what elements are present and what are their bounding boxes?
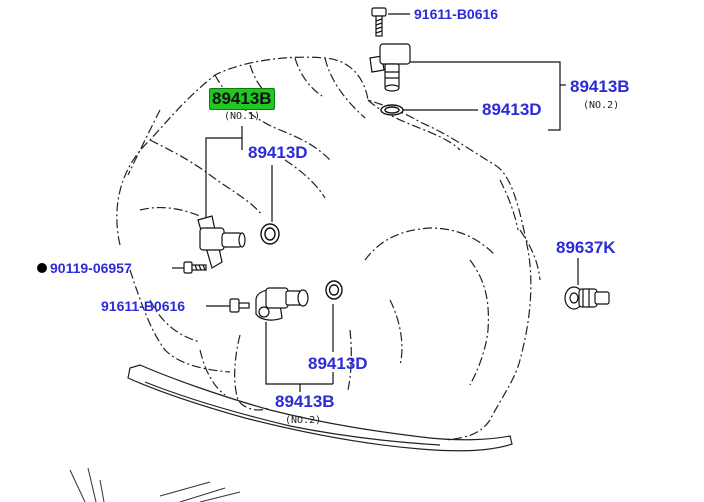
label-knock-sensor[interactable]: 89637K (556, 238, 616, 257)
note-sensor-no2-bottom: (NO.2) (285, 415, 322, 426)
oring-top-part[interactable] (380, 104, 404, 116)
bolt-mid-part[interactable] (229, 298, 250, 313)
oil-pan (127, 364, 513, 452)
label-bolt-mid[interactable]: 91611-B0616 (101, 298, 186, 314)
leader-lines (172, 13, 579, 392)
label-bolt-left[interactable]: 90119-06957 (50, 260, 132, 276)
sensor-no1-part[interactable] (197, 215, 246, 269)
oring-bottom-part[interactable] (325, 280, 343, 300)
bolt-top-part[interactable] (371, 7, 387, 37)
sensor-no2-bottom-part[interactable] (255, 287, 309, 321)
label-sensor-no1[interactable]: 89413B (209, 88, 275, 110)
note-sensor-no2-top: (NO.2) (583, 100, 620, 111)
cut-lines (69, 467, 241, 502)
label-oring-no1[interactable]: 89413D (248, 143, 308, 162)
bolt-left-part[interactable] (183, 261, 207, 274)
label-oring-top[interactable]: 89413D (482, 100, 542, 119)
label-bolt-top[interactable]: 91611-B0616 (414, 6, 499, 22)
knock-sensor-part[interactable] (564, 286, 610, 310)
label-sensor-no2-bottom[interactable]: 89413B (275, 392, 335, 411)
oring-no1-part[interactable] (260, 223, 280, 245)
note-sensor-no1: (NO.1) (224, 111, 261, 122)
label-sensor-no2-top[interactable]: 89413B (570, 77, 630, 96)
transmission-housing-outline (116, 56, 541, 441)
label-oring-bottom[interactable]: 89413D (308, 354, 368, 373)
new-part-bullet-icon (37, 263, 47, 273)
sensor-no2-top-part[interactable] (369, 43, 411, 92)
